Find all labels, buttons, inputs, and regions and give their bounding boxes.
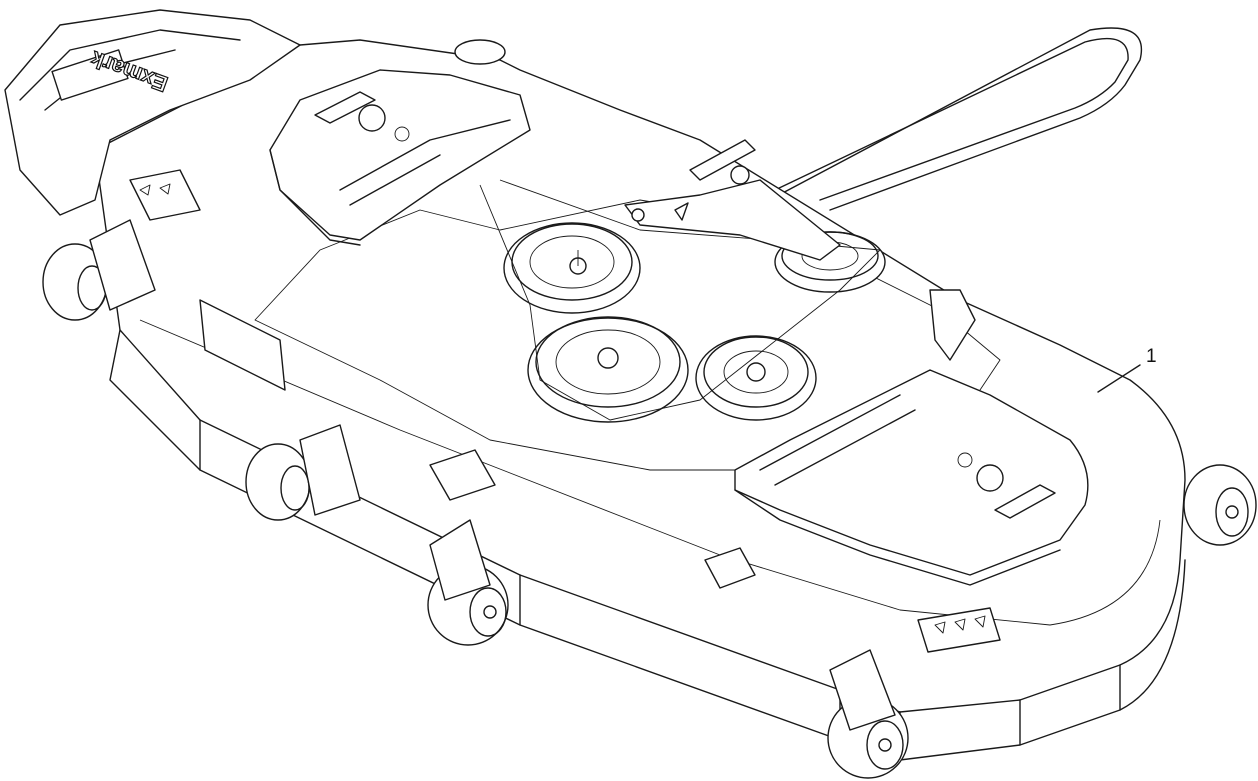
arrow-decal-icon xyxy=(674,202,689,221)
callout-1: 1 xyxy=(1097,346,1157,393)
warning-decal-small xyxy=(704,547,756,589)
callout-leader-line xyxy=(1097,364,1141,393)
drive-belt xyxy=(759,27,1142,211)
left-spindle-cover xyxy=(269,69,531,246)
idler-arm xyxy=(624,139,841,261)
pulley-rear-left xyxy=(503,222,641,314)
pulley-center xyxy=(527,316,689,423)
deck-belt xyxy=(479,179,881,421)
cover-knob-icon xyxy=(358,104,386,132)
warning-decal-front xyxy=(917,607,1001,653)
right-bracket xyxy=(929,289,976,361)
warning-decal-left xyxy=(129,169,201,221)
wheel-front-left xyxy=(427,519,509,646)
idler-pulley-right xyxy=(695,335,817,421)
wheel-front-center xyxy=(827,649,909,779)
callout-number: 1 xyxy=(1146,346,1157,367)
warning-decal-center xyxy=(429,449,496,501)
cover-knob-icon xyxy=(976,464,1004,492)
model-decal xyxy=(199,299,286,391)
wheel-rear-top xyxy=(454,39,506,65)
wheel-mid-left xyxy=(245,424,361,521)
discharge-assembly: Exmark xyxy=(4,9,301,216)
wheel-front-right xyxy=(1183,464,1257,546)
wheel-rear-left xyxy=(42,219,156,321)
right-spindle-cover xyxy=(734,369,1089,586)
